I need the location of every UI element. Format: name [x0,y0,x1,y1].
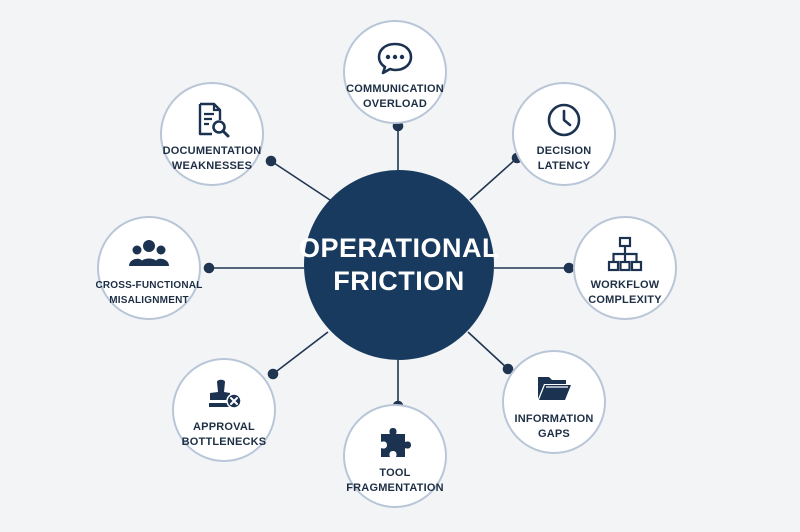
document-search-icon [192,100,232,140]
center-title-line1: OPERATIONAL [299,233,499,263]
puzzle-piece-icon [375,422,415,462]
team-icon [129,234,169,274]
stamp-reject-icon [204,376,244,416]
connector-approval [272,331,329,375]
connector-documentation [270,160,331,201]
connector-dot [265,155,277,167]
connector-information [467,331,509,370]
folder-icon [534,368,574,408]
chat-bubble-icon [375,38,415,78]
flowchart-icon [605,234,645,274]
connector-decision [469,157,518,201]
center-hub: OPERATIONAL FRICTION [299,170,499,360]
connector-dot [203,262,215,274]
connector-dot [267,368,279,380]
clock-icon [544,100,584,140]
center-title-line2: FRICTION [333,266,465,296]
